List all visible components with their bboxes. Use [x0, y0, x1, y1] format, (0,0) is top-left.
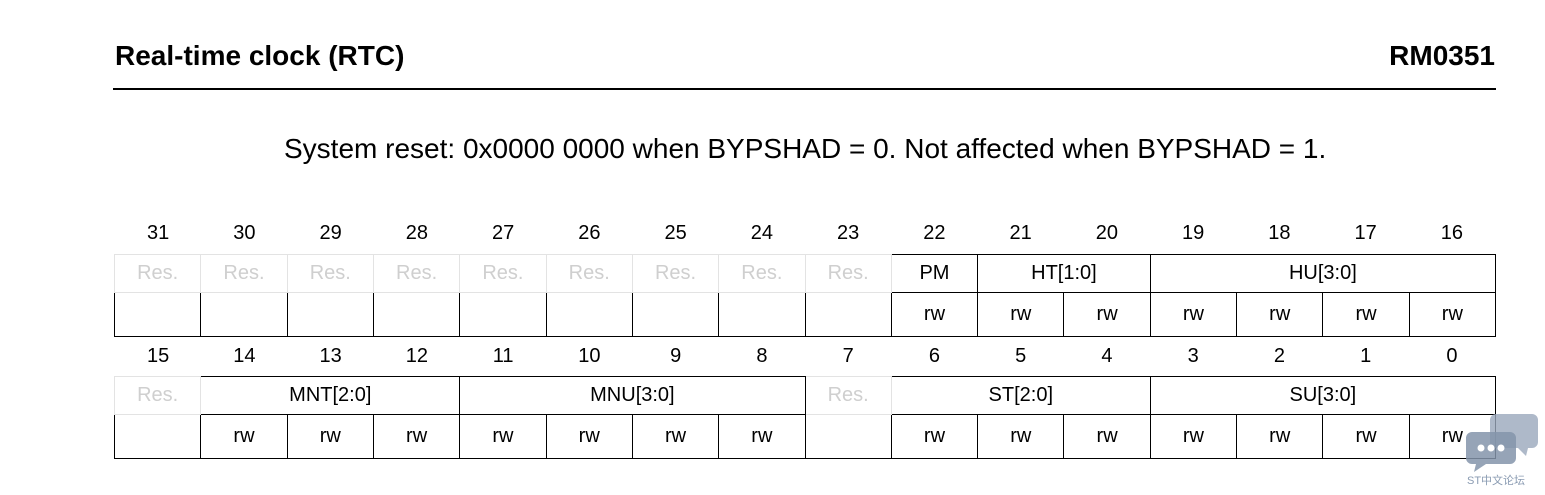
bit-number: 31: [147, 222, 170, 244]
access-cell: rw: [977, 292, 1065, 337]
bit-number: 25: [664, 222, 687, 244]
field-mnu: MNU[3:0]: [459, 376, 806, 415]
field-mnt: MNT[2:0]: [200, 376, 461, 415]
watermark-text: ST中文论坛: [1467, 475, 1526, 487]
bit-number: 15: [147, 345, 170, 367]
access-cell: [286, 292, 374, 337]
bit-number: 5: [1015, 345, 1027, 367]
bit-number: 27: [492, 222, 515, 244]
reserved-field: Res.: [804, 254, 892, 293]
access-cell: rw: [631, 414, 720, 459]
bit-number: 9: [670, 345, 682, 367]
bit-number: 0: [1446, 345, 1458, 367]
access-cell: rw: [1236, 414, 1324, 459]
access-cell: rw: [200, 414, 288, 459]
access-cell: rw: [1322, 292, 1410, 337]
access-cell: rw: [1063, 292, 1151, 337]
bit-number: 24: [750, 222, 773, 244]
reserved-field: Res.: [631, 254, 720, 293]
bit-number: 14: [233, 345, 256, 367]
chat-bubble-icon: [1466, 414, 1538, 472]
bit-number: 13: [319, 345, 342, 367]
access-row: rw rw rw rw rw rw rw rw rw rw rw rw rw r…: [113, 414, 1497, 459]
bit-number: 4: [1101, 345, 1113, 367]
access-cell: [804, 414, 892, 459]
reserved-field: Res.: [200, 254, 288, 293]
bit-number: 8: [756, 345, 768, 367]
bit-number: 20: [1095, 222, 1118, 244]
access-cell: [459, 292, 547, 337]
access-cell: [113, 292, 202, 337]
bit-number: 21: [1009, 222, 1032, 244]
register-table-lower: Res. MNT[2:0] MNU[3:0] Res. ST[2:0] SU[3…: [113, 376, 1497, 459]
document-id: RM0351: [1389, 40, 1495, 71]
bit-number: 26: [578, 222, 601, 244]
access-cell: [113, 414, 202, 459]
access-cell: [200, 292, 288, 337]
reset-value-text: System reset: 0x0000 0000 when BYPSHAD =…: [284, 133, 1327, 164]
access-cell: rw: [1322, 414, 1410, 459]
reserved-field: Res.: [718, 254, 806, 293]
access-cell: [718, 292, 806, 337]
access-cell: rw: [1149, 292, 1238, 337]
bit-number: 10: [578, 345, 601, 367]
access-cell: rw: [1063, 414, 1151, 459]
access-cell: rw: [545, 414, 633, 459]
bit-number: 1: [1360, 345, 1372, 367]
access-cell: rw: [372, 414, 461, 459]
access-cell: rw: [1408, 292, 1497, 337]
access-cell: [804, 292, 892, 337]
field-row: Res. MNT[2:0] MNU[3:0] Res. ST[2:0] SU[3…: [113, 376, 1497, 415]
register-table-upper: Res. Res. Res. Res. Res. Res. Res. Res. …: [113, 254, 1497, 337]
reserved-field: Res.: [459, 254, 547, 293]
bit-number: 2: [1273, 345, 1285, 367]
reserved-field: Res.: [804, 376, 892, 415]
bit-number: 11: [492, 345, 514, 367]
access-cell: rw: [1236, 292, 1324, 337]
access-cell: [372, 292, 461, 337]
bit-number: 3: [1187, 345, 1199, 367]
reserved-field: Res.: [372, 254, 461, 293]
section-title: Real-time clock (RTC): [115, 40, 405, 71]
reserved-field: Res.: [545, 254, 633, 293]
access-cell: rw: [1149, 414, 1238, 459]
access-row: rw rw rw rw rw rw rw: [113, 292, 1497, 337]
field-pm: PM: [890, 254, 979, 293]
bit-numbers-lower: 15 14 13 12 11 10 9 8 7 6 5 4 3 2 1 0: [115, 345, 1495, 368]
field-row: Res. Res. Res. Res. Res. Res. Res. Res. …: [113, 254, 1497, 293]
access-cell: rw: [890, 414, 979, 459]
bit-number: 17: [1354, 222, 1377, 244]
reserved-field: Res.: [113, 254, 202, 293]
access-cell: rw: [718, 414, 806, 459]
field-hu: HU[3:0]: [1149, 254, 1497, 293]
access-cell: rw: [286, 414, 374, 459]
bit-number: 29: [319, 222, 342, 244]
access-cell: rw: [459, 414, 547, 459]
bit-numbers-upper: 31 30 29 28 27 26 25 24 23 22 21 20 19 1…: [115, 222, 1495, 245]
reserved-field: Res.: [286, 254, 374, 293]
bit-number: 28: [405, 222, 428, 244]
reserved-field: Res.: [113, 376, 202, 415]
bit-number: 18: [1268, 222, 1291, 244]
bit-number: 22: [923, 222, 946, 244]
bit-number: 23: [837, 222, 860, 244]
access-cell: rw: [977, 414, 1065, 459]
access-cell: [545, 292, 633, 337]
field-st: ST[2:0]: [890, 376, 1151, 415]
bit-number: 6: [928, 345, 940, 367]
access-cell: rw: [890, 292, 979, 337]
field-ht: HT[1:0]: [977, 254, 1151, 293]
bit-number: 19: [1182, 222, 1205, 244]
header-rule: [113, 88, 1496, 90]
bit-number: 16: [1440, 222, 1463, 244]
bit-number: 7: [842, 345, 854, 367]
access-cell: [631, 292, 720, 337]
bit-number: 30: [233, 222, 256, 244]
field-su: SU[3:0]: [1149, 376, 1497, 415]
bit-number: 12: [405, 345, 428, 367]
